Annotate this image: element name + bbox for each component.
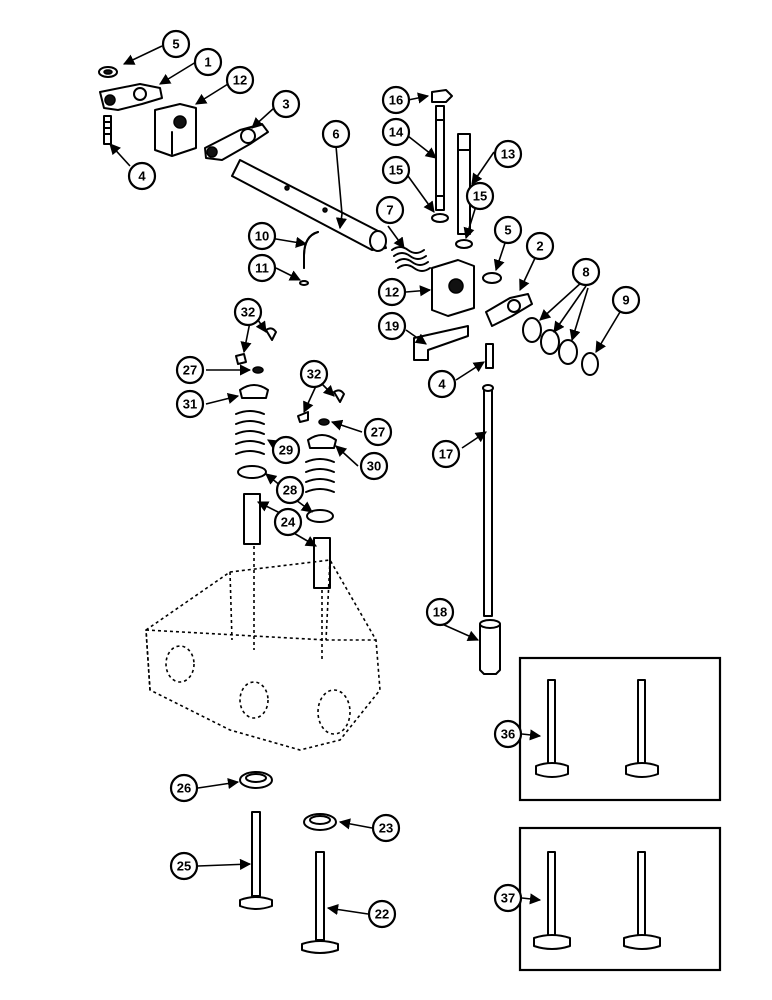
callout-37: 37 <box>493 883 523 913</box>
svg-text:12: 12 <box>385 285 399 300</box>
callout-2: 2 <box>525 231 555 261</box>
svg-text:27: 27 <box>371 425 385 440</box>
callout-8: 8 <box>571 257 601 287</box>
callout-5: 5 <box>161 29 191 59</box>
callout-25: 25 <box>169 851 199 881</box>
svg-text:36: 36 <box>501 727 515 742</box>
callout-16: 16 <box>381 85 411 115</box>
parts-drawing <box>98 66 722 972</box>
callout-30: 30 <box>359 451 389 481</box>
callout-27: 27 <box>363 417 393 447</box>
callout-28: 28 <box>275 475 305 505</box>
svg-text:29: 29 <box>279 443 293 458</box>
svg-text:2: 2 <box>536 239 543 254</box>
callout-27: 27 <box>175 355 205 385</box>
svg-text:11: 11 <box>255 261 269 276</box>
callout-32: 32 <box>299 359 329 389</box>
callout-7: 7 <box>375 195 405 225</box>
svg-text:1: 1 <box>204 55 211 70</box>
callout-31: 31 <box>175 389 205 419</box>
leader-lines <box>109 45 621 916</box>
svg-text:25: 25 <box>177 859 191 874</box>
callout-15: 15 <box>381 155 411 185</box>
svg-text:32: 32 <box>307 367 321 382</box>
svg-text:4: 4 <box>138 169 146 184</box>
svg-text:23: 23 <box>379 821 393 836</box>
callout-24: 24 <box>273 507 303 537</box>
callout-29: 29 <box>271 435 301 465</box>
svg-text:37: 37 <box>501 891 515 906</box>
svg-text:8: 8 <box>582 265 589 280</box>
svg-text:22: 22 <box>375 907 389 922</box>
callout-26: 26 <box>169 773 199 803</box>
callout-1: 1 <box>193 47 223 77</box>
callout-12: 12 <box>225 65 255 95</box>
callout-14: 14 <box>381 117 411 147</box>
svg-text:9: 9 <box>622 293 629 308</box>
callout-22: 22 <box>367 899 397 929</box>
callout-15: 15 <box>465 181 495 211</box>
callout-17: 17 <box>431 439 461 469</box>
svg-text:19: 19 <box>385 319 399 334</box>
svg-text:17: 17 <box>439 447 453 462</box>
svg-text:27: 27 <box>183 363 197 378</box>
svg-text:15: 15 <box>473 189 487 204</box>
callout-32: 32 <box>233 297 263 327</box>
callout-6: 6 <box>321 119 351 149</box>
svg-text:14: 14 <box>389 125 404 140</box>
callout-11: 11 <box>247 253 277 283</box>
callout-23: 23 <box>371 813 401 843</box>
callout-9: 9 <box>611 285 641 315</box>
svg-text:15: 15 <box>389 163 403 178</box>
svg-text:7: 7 <box>386 203 393 218</box>
svg-text:26: 26 <box>177 781 191 796</box>
svg-text:13: 13 <box>501 147 515 162</box>
callout-10: 10 <box>247 221 277 251</box>
callout-19: 19 <box>377 311 407 341</box>
callout-12: 12 <box>377 277 407 307</box>
svg-text:3: 3 <box>282 97 289 112</box>
callout-4: 4 <box>127 161 157 191</box>
callout-13: 13 <box>493 139 523 169</box>
callout-36: 36 <box>493 719 523 749</box>
svg-text:28: 28 <box>283 483 297 498</box>
callout-5: 5 <box>493 215 523 245</box>
svg-text:30: 30 <box>367 459 381 474</box>
svg-text:4: 4 <box>438 377 446 392</box>
svg-text:18: 18 <box>433 605 447 620</box>
svg-text:32: 32 <box>241 305 255 320</box>
svg-text:16: 16 <box>389 93 403 108</box>
svg-text:6: 6 <box>332 127 339 142</box>
callout-3: 3 <box>271 89 301 119</box>
svg-text:5: 5 <box>504 223 511 238</box>
svg-text:10: 10 <box>255 229 269 244</box>
svg-text:5: 5 <box>172 37 179 52</box>
svg-text:24: 24 <box>281 515 296 530</box>
svg-text:12: 12 <box>233 73 247 88</box>
callout-18: 18 <box>425 597 455 627</box>
svg-text:31: 31 <box>183 397 197 412</box>
callout-4: 4 <box>427 369 457 399</box>
